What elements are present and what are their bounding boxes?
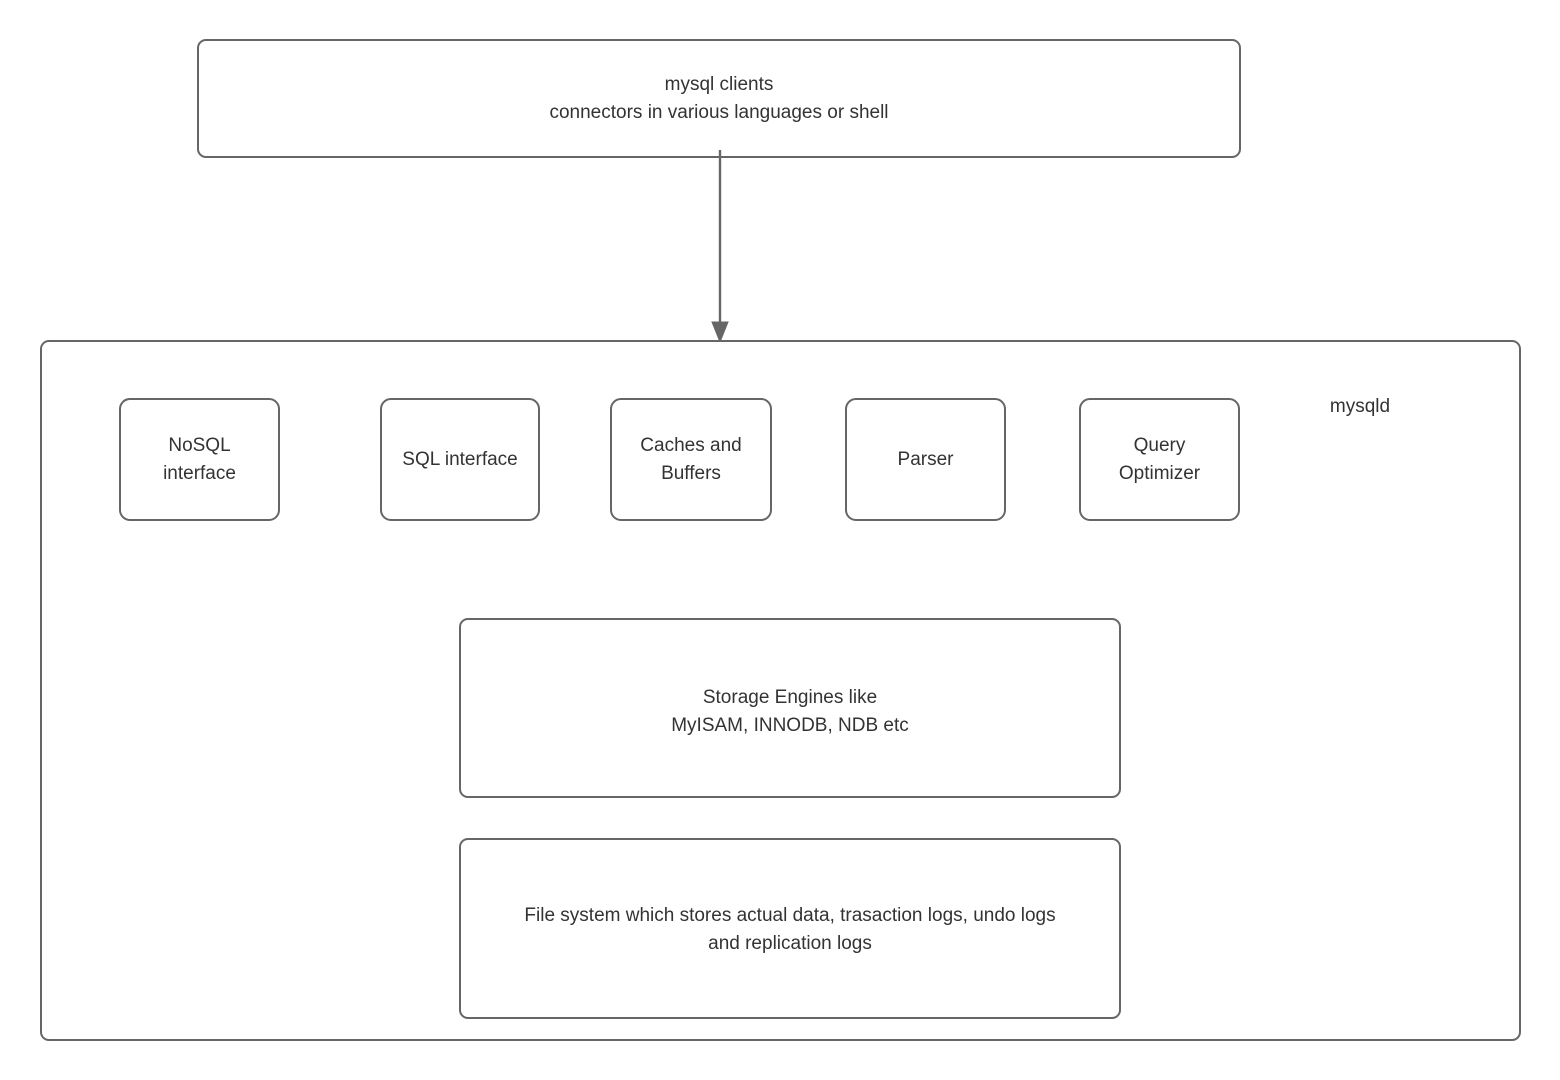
label-mysqld: mysqld [1329,396,1391,417]
node-sql-interface[interactable]: SQL interface [380,398,540,521]
arrowhead-icon [711,321,729,344]
node-caches-and-buffers[interactable]: Caches and Buffers [610,398,772,521]
edge-clients-to-mysqld [711,150,729,344]
node-nosql-interface[interactable]: NoSQL interface [119,398,280,521]
node-storage-engines[interactable]: Storage Engines like MyISAM, INNODB, NDB… [459,618,1121,798]
node-mysql-clients[interactable]: mysql clients connectors in various lang… [197,39,1241,158]
node-file-system[interactable]: File system which stores actual data, tr… [459,838,1121,1019]
node-query-optimizer[interactable]: Query Optimizer [1079,398,1240,521]
node-parser[interactable]: Parser [845,398,1006,521]
